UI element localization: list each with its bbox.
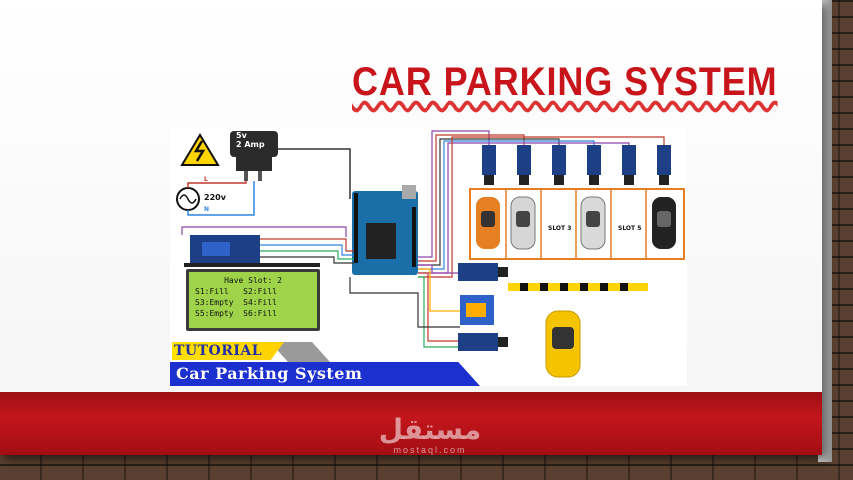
parking-gate xyxy=(508,283,648,291)
power-adapter-icon xyxy=(230,131,278,157)
lcd-line-3: S3:Empty S4:Fill xyxy=(195,298,277,307)
slide: CAR PARKING SYSTEM xyxy=(0,0,822,455)
lcd-line-1: Have Slot: 2 xyxy=(224,276,282,285)
tutorial-banner: TUTORIAL Car Parking System xyxy=(170,340,480,386)
slot5-label: SLOT 5 xyxy=(618,225,642,232)
lcd-display: Have Slot: 2 S1:Fill S2:Fill S3:Empty S4… xyxy=(186,269,320,331)
circuit-drawing xyxy=(176,130,685,378)
watermark-latin: mostaql.com xyxy=(393,445,467,455)
slot3-label: SLOT 3 xyxy=(548,225,572,232)
footer-band xyxy=(0,392,822,455)
circuit-diagram: 5v 2 Amp 220v L N SLOT 3 SLOT 5 Have Slo… xyxy=(170,127,687,386)
watermark: مستقل mostaql.com xyxy=(370,415,490,465)
banner-accent xyxy=(270,342,330,362)
ac-line-label: L xyxy=(204,176,208,183)
adapter-label-current: 2 Amp xyxy=(236,140,265,149)
ac-voltage-label: 220v xyxy=(204,193,226,202)
ir-sensor-exit xyxy=(458,333,498,351)
ir-sensor-row xyxy=(482,145,671,185)
ir-sensor-entry xyxy=(458,263,498,281)
slide-title: CAR PARKING SYSTEM xyxy=(352,60,778,104)
lcd-line-2: S1:Fill S2:Fill xyxy=(195,287,277,296)
ac-neutral-label: N xyxy=(204,206,210,213)
banner-title: Car Parking System xyxy=(170,362,480,386)
watermark-arabic: مستقل xyxy=(378,413,482,446)
lcd-line-4: S5:Empty S6:Fill xyxy=(195,309,277,318)
banner-tutorial-label: TUTORIAL xyxy=(172,342,285,360)
parking-area xyxy=(469,188,685,260)
adapter-label-voltage: 5v xyxy=(236,131,247,140)
